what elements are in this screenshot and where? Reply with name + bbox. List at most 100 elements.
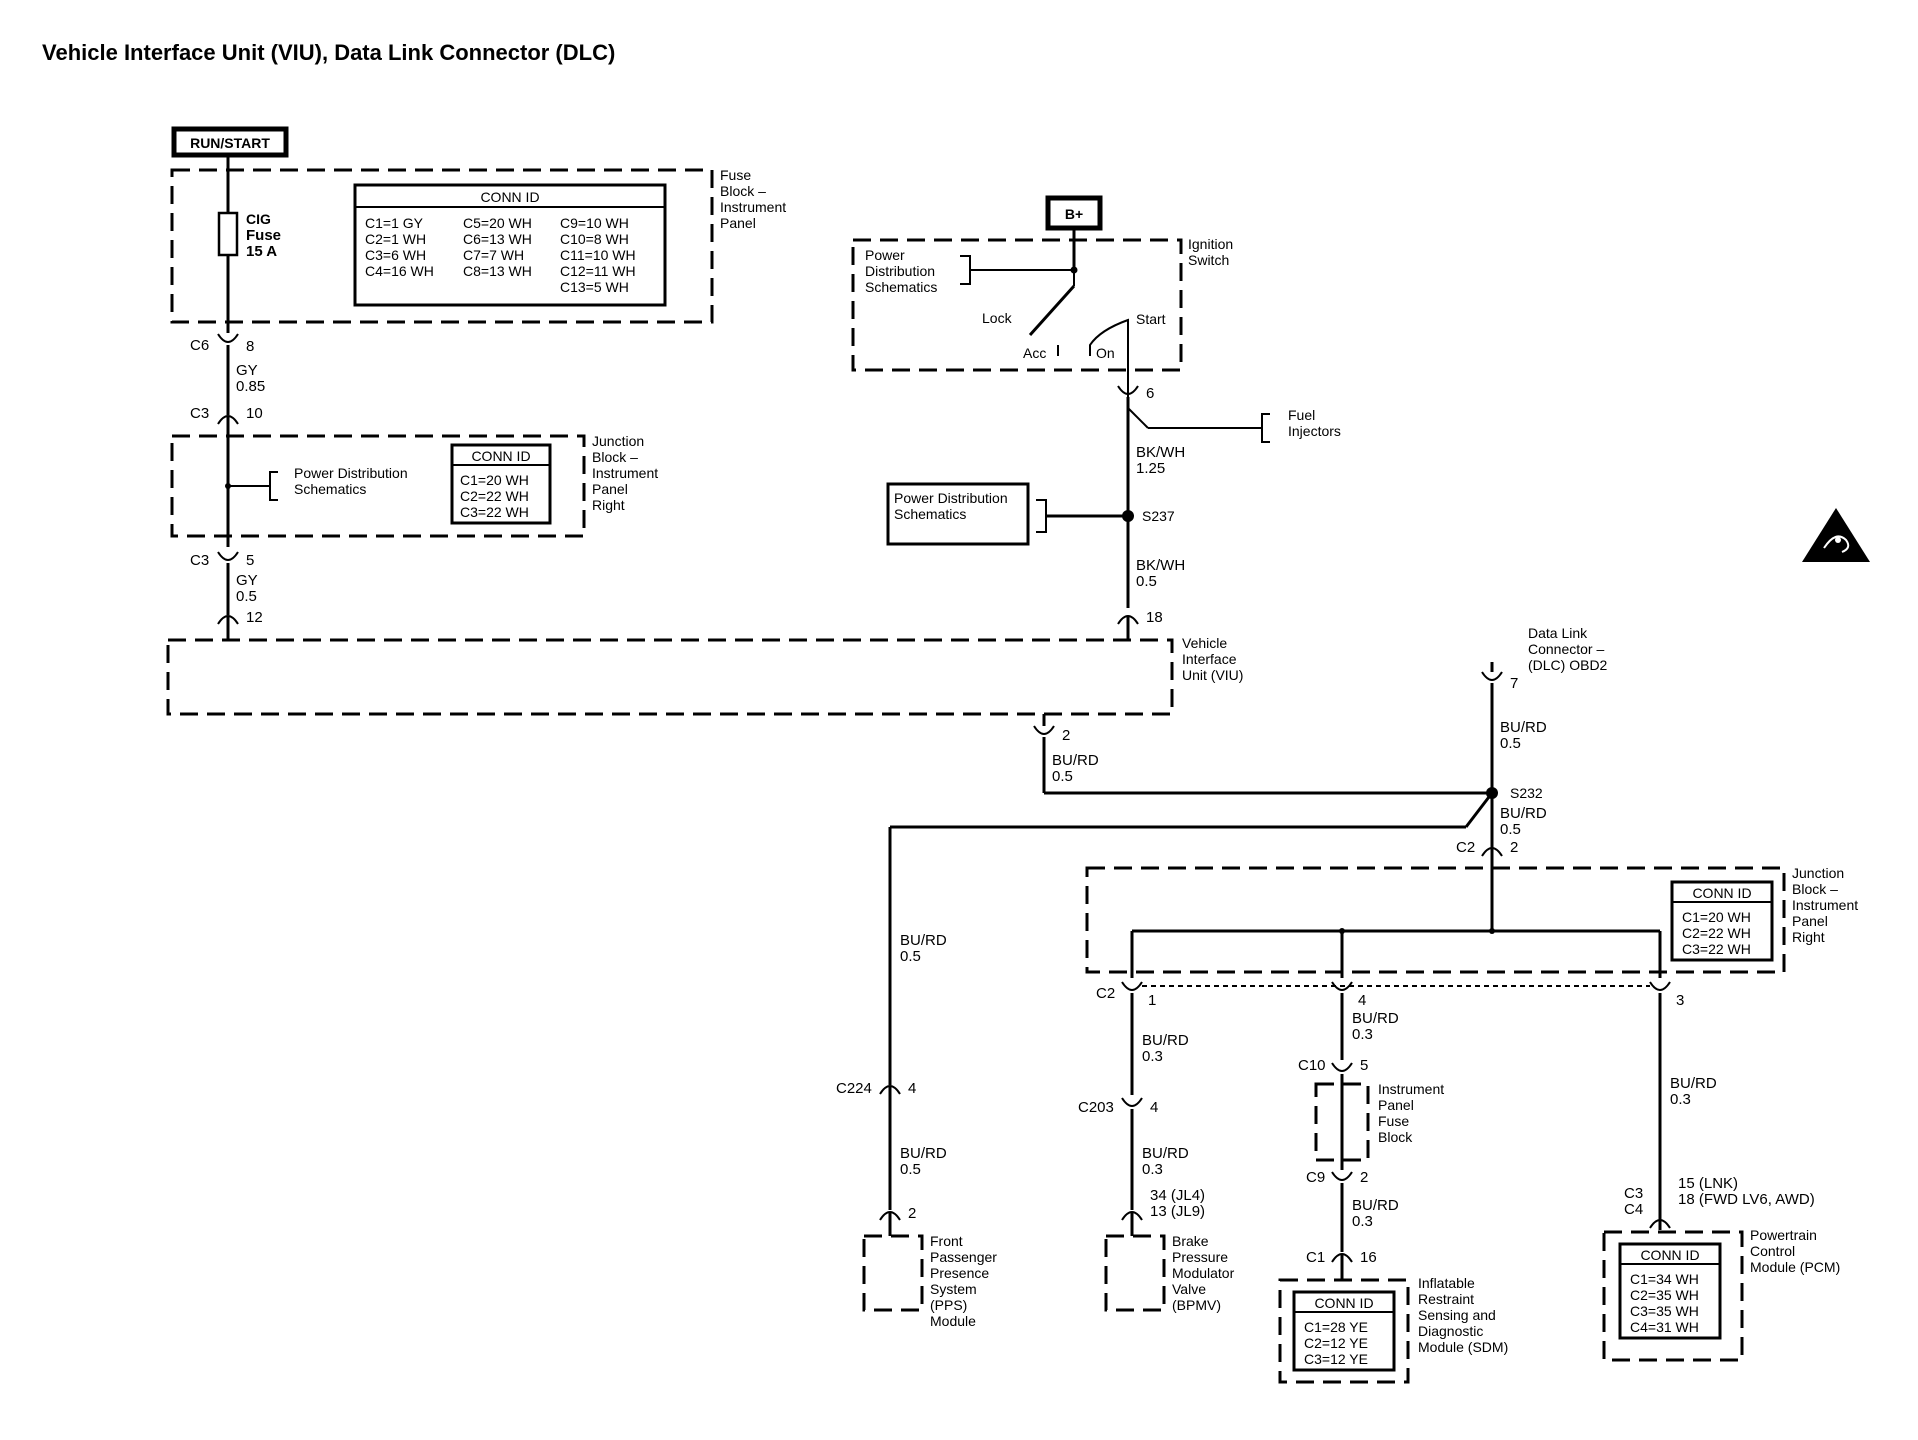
viu-pin-2: 2: [1062, 727, 1070, 744]
fuse-block-conn-id-table: [353, 183, 667, 307]
junction-block-bottom-outline: [1085, 866, 1786, 974]
junction-top-pds-label: Power Distribution Schematics: [294, 465, 412, 497]
sdm-conn-id-title: CONN ID: [1314, 1295, 1373, 1311]
connector-c203-symbol: [1121, 1097, 1143, 1107]
wire-pps-burd-05-b: BU/RD 0.5: [900, 1145, 951, 1178]
junction-bottom-conn-id-table: [1670, 880, 1774, 962]
connector-c3-5-label: C3: [190, 552, 209, 569]
dlc-pin-7: 7: [1510, 675, 1518, 692]
b-plus-label: B+: [1065, 206, 1083, 222]
ip-fuse-block-outline: [1314, 1082, 1370, 1162]
connector-c1-label: C1: [1306, 1249, 1325, 1266]
ignition-lock-label: Lock: [982, 310, 1013, 326]
connector-c2-label: C2: [1456, 839, 1475, 856]
junction-top-conn-id-title: CONN ID: [471, 448, 530, 464]
ip-fuse-block-name: Instrument Panel Fuse Block: [1378, 1081, 1448, 1145]
viu-name: Vehicle Interface Unit (VIU): [1182, 635, 1243, 683]
ignition-pds-box-label: Power Distribution Schematics: [894, 490, 1012, 522]
connector-c10-pin: 5: [1360, 1057, 1368, 1074]
pcm-conn-id-table: [1618, 1242, 1722, 1340]
pcm-conn-id-title: CONN ID: [1640, 1247, 1699, 1263]
run-start-label: RUN/START: [190, 135, 270, 151]
connector-c3-10-label: C3: [190, 405, 209, 422]
connector-c9-symbol: [1331, 1171, 1353, 1181]
junction-top-conn-values: C1=20 WH C2=22 WH C3=22 WH: [460, 472, 533, 520]
connector-viu-2-symbol: [1033, 725, 1055, 735]
junction-bottom-pin-3: 3: [1676, 992, 1684, 1009]
ignition-pds-box: [886, 482, 1030, 546]
wire-bkwh-05: BK/WH 0.5: [1136, 557, 1189, 590]
ignition-pin-6: 6: [1146, 385, 1154, 402]
connector-c224-pin: 4: [908, 1080, 916, 1097]
pps-module-outline: [862, 1234, 924, 1312]
pds-bracket-left: [269, 471, 278, 501]
wire-pps-burd-05-a: BU/RD 0.5: [900, 932, 951, 965]
connector-c6-symbol: [217, 333, 239, 343]
wire-sdm-burd-03-b: BU/RD 0.3: [1352, 1197, 1403, 1230]
cig-fuse-label: CIG Fuse 15 A: [246, 211, 285, 260]
connector-c224-label: C224: [836, 1080, 872, 1097]
dlc-name: Data Link Connector – (DLC) OBD2: [1528, 625, 1608, 673]
ignition-pds-label: Power Distribution Schematics: [865, 247, 939, 295]
cig-fuse-symbol: [217, 211, 239, 257]
wire-viu-burd-05: BU/RD 0.5: [1052, 752, 1103, 785]
pcm-pins: 15 (LNK) 18 (FWD LV6, AWD): [1678, 1175, 1815, 1208]
splice-s232-label: S232: [1510, 785, 1543, 801]
connector-c10-label: C10: [1298, 1057, 1326, 1074]
connector-c3-5-symbol: [217, 551, 239, 561]
fuse-block-conn-col3: C9=10 WH C10=8 WH C11=10 WH C12=11 WH C1…: [560, 215, 640, 295]
b-plus-box: [1045, 195, 1103, 231]
connector-dlc-7-symbol: [1481, 671, 1503, 681]
sdm-module-name: Inflatable Restraint Sensing and Diagnos…: [1418, 1275, 1508, 1355]
pps-pin-2: 2: [908, 1205, 916, 1222]
wire-gy-05: GY 0.5: [236, 572, 262, 605]
connector-pcm-labels: C3 C4: [1624, 1185, 1647, 1218]
connector-c203-label: C203: [1078, 1099, 1114, 1116]
ignition-on-start-contact: [1089, 318, 1129, 400]
ignition-switch-outline: [851, 238, 1183, 372]
wire-sdm-burd-03-a: BU/RD 0.3: [1352, 1010, 1403, 1043]
wire-bkwh-125: BK/WH 1.25: [1136, 444, 1189, 477]
ignition-switch-contact: [1028, 284, 1076, 337]
diagram-title: Vehicle Interface Unit (VIU), Data Link …: [42, 40, 615, 65]
connector-c1-pin: 16: [1360, 1249, 1377, 1266]
ignition-on-label: On: [1096, 345, 1115, 361]
wire-pcm-burd-03: BU/RD 0.3: [1670, 1075, 1721, 1108]
bpmv-pins: 34 (JL4) 13 (JL9): [1150, 1187, 1209, 1220]
fuse-block-name: Fuse Block – Instrument Panel: [720, 167, 790, 231]
junction-bottom-conn-id-title: CONN ID: [1692, 885, 1751, 901]
connector-c3-10-pin: 10: [246, 405, 263, 422]
connector-jb-c2-4-symbol: [1331, 981, 1353, 991]
fuse-block-outline: [170, 168, 714, 324]
connector-c3-5-pin: 5: [246, 552, 254, 569]
ignition-acc-label: Acc: [1023, 345, 1046, 361]
wire-bpmv-burd-03-b: BU/RD 0.3: [1142, 1145, 1193, 1178]
wire-dlc-burd-05: BU/RD 0.5: [1500, 719, 1551, 752]
fuse-block-conn-col1: C1=1 GY C2=1 WH C3=6 WH C4=16 WH: [365, 215, 434, 279]
run-start-box: [171, 126, 289, 158]
connector-c6-label: C6: [190, 337, 209, 354]
fuse-block-conn-col2: C5=20 WH C6=13 WH C7=7 WH C8=13 WH: [463, 215, 536, 279]
viu-pin-12: 12: [246, 609, 263, 626]
junction-top-conn-id-table: [450, 443, 552, 525]
junction-bottom-pin-4: 4: [1358, 992, 1366, 1009]
junction-bottom-c2-label: C2: [1096, 985, 1115, 1002]
pcm-conn-values: C1=34 WH C2=35 WH C3=35 WH C4=31 WH: [1630, 1271, 1703, 1335]
connector-c6-pin: 8: [246, 338, 254, 355]
connector-jb-c2-3-symbol: [1649, 981, 1671, 991]
splice-s237: [1122, 510, 1134, 522]
connector-c203-pin: 4: [1150, 1099, 1158, 1116]
wire-s232-burd-05: BU/RD 0.5: [1500, 805, 1551, 838]
viu-pin-18: 18: [1146, 609, 1163, 626]
ignition-switch-name: Ignition Switch: [1188, 236, 1237, 268]
connector-ign-6-symbol: [1117, 385, 1139, 395]
wire-gy-085: GY 0.85: [236, 362, 265, 395]
junction-bottom-pin-1: 1: [1148, 992, 1156, 1009]
connector-jb-c2-1-symbol: [1121, 981, 1143, 991]
wire-bpmv-burd-03-a: BU/RD 0.3: [1142, 1032, 1193, 1065]
sdm-conn-id-table: [1292, 1290, 1396, 1372]
junction-bottom-conn-values: C1=20 WH C2=22 WH C3=22 WH: [1682, 909, 1755, 957]
junction-block-top-outline: [170, 434, 586, 538]
